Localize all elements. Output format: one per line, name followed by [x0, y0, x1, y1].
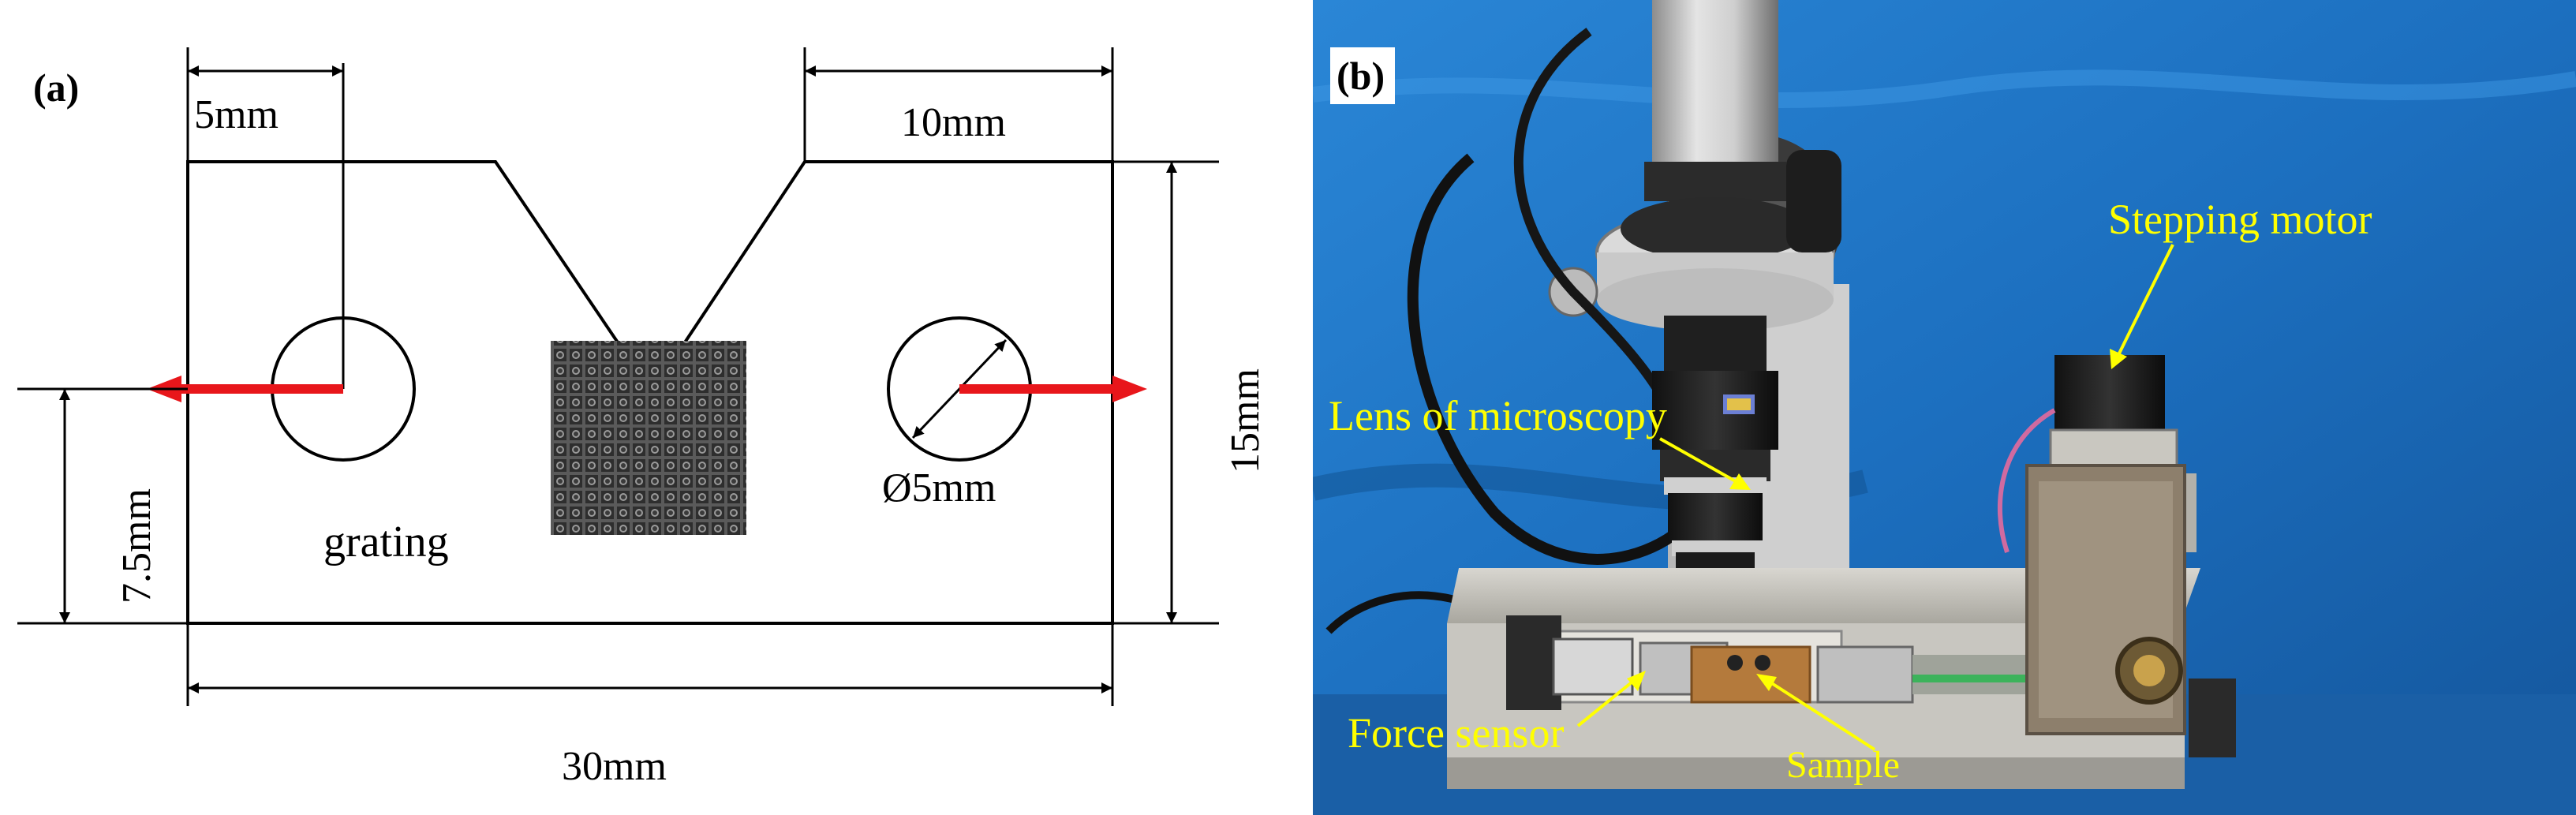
- lens-label: Lens of microscopy: [1329, 392, 1667, 439]
- dim-15mm-text: 15mm: [1223, 368, 1268, 473]
- sample-pointer-arrow: [1767, 679, 1876, 751]
- grating-label: grating: [323, 518, 449, 566]
- stepping-motor: [2025, 355, 2236, 757]
- dim-7-5mm-text: 7.5mm: [114, 488, 159, 604]
- specimen-drawing: (a) 5mm 10mm 15mm 7.5mm 30mm Ø5mm gratin…: [17, 47, 1268, 789]
- panel-a-label: (a): [33, 65, 79, 110]
- motor-pointer-arrow: [2116, 244, 2174, 357]
- panel-b-label: (b): [1337, 54, 1385, 98]
- experimental-setup-photo: (b) Stepping motor Lens of microscopy Fo…: [1313, 0, 2576, 815]
- force-sensor-label: Force sensor: [1348, 709, 1564, 757]
- stepping-motor-label: Stepping motor: [2108, 196, 2372, 243]
- grating-square: [551, 341, 746, 535]
- dim-5mm-text: 5mm: [194, 92, 279, 137]
- sample-label: Sample: [1786, 744, 1900, 786]
- sample-clamp: [1690, 645, 1811, 704]
- force-sensor: [1552, 637, 1634, 696]
- right-load-arrow: [959, 376, 1147, 402]
- dim-10mm-text: 10mm: [901, 100, 1006, 145]
- loading-frame-base: [1447, 568, 2200, 623]
- force-sensor-pointer-arrow: [1576, 677, 1638, 727]
- hole-diameter-label: Ø5mm: [882, 465, 996, 510]
- microscope-lens: [1652, 316, 1778, 580]
- lens-pointer-arrow: [1659, 437, 1740, 485]
- dim-30mm-text: 30mm: [562, 744, 667, 789]
